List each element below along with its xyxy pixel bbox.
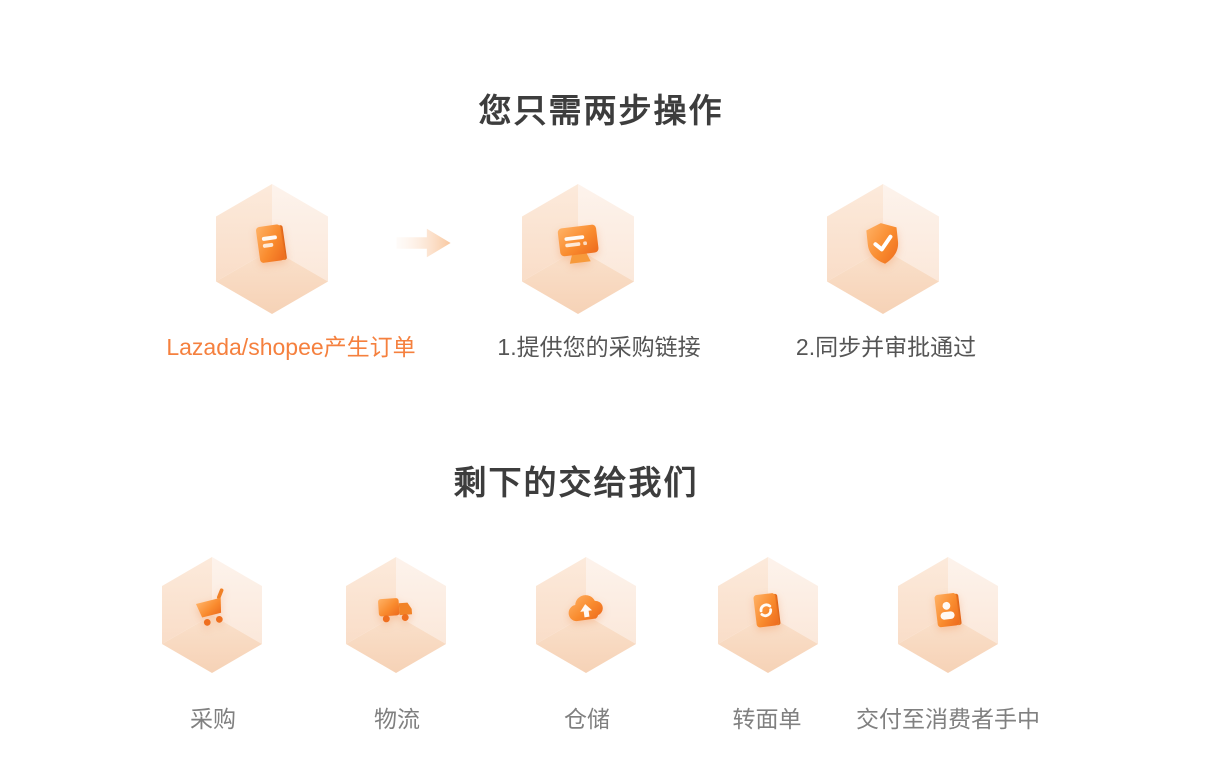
- monitor-order-icon: [550, 216, 606, 272]
- hexagon-backdrop: [216, 184, 328, 314]
- right-arrow-icon: [394, 224, 454, 262]
- step-1-cell: [522, 184, 634, 314]
- service-delivery-cell: [898, 556, 998, 674]
- hexagon-backdrop: [522, 184, 634, 314]
- service-warehouse-cell: [536, 556, 636, 674]
- waybill-sync-icon: [742, 584, 794, 636]
- hexagon-backdrop: [718, 556, 818, 674]
- order-document-icon: [244, 216, 300, 272]
- service-procurement-label: 采购: [190, 706, 236, 732]
- step-1-label: 1.提供您的采购链接: [497, 334, 701, 360]
- step-source-cell: [216, 184, 328, 314]
- hexagon-backdrop: [346, 556, 446, 674]
- service-logistics-cell: [346, 556, 446, 674]
- step-2-label: 2.同步并审批通过: [795, 334, 977, 360]
- service-logistics-label: 物流: [374, 706, 420, 732]
- step-source-label: Lazada/shopee产生订单: [166, 334, 416, 360]
- service-waybill-cell: [718, 556, 818, 674]
- service-waybill-label: 转面单: [732, 706, 802, 732]
- truck-icon: [370, 584, 422, 636]
- customer-card-icon: [922, 584, 974, 636]
- hexagon-backdrop: [898, 556, 998, 674]
- shield-check-icon: [855, 216, 911, 272]
- service-procurement-cell: [162, 556, 262, 674]
- service-delivery-label: 交付至消费者手中: [856, 706, 1040, 732]
- step-2-cell: [827, 184, 939, 314]
- shopping-cart-icon: [186, 584, 238, 636]
- services-section-title: 剩下的交给我们: [453, 464, 699, 501]
- steps-section-title: 您只需两步操作: [478, 92, 724, 129]
- hexagon-backdrop: [162, 556, 262, 674]
- hexagon-backdrop: [536, 556, 636, 674]
- hexagon-backdrop: [827, 184, 939, 314]
- service-warehouse-label: 仓储: [564, 706, 610, 732]
- cloud-storage-icon: [560, 584, 612, 636]
